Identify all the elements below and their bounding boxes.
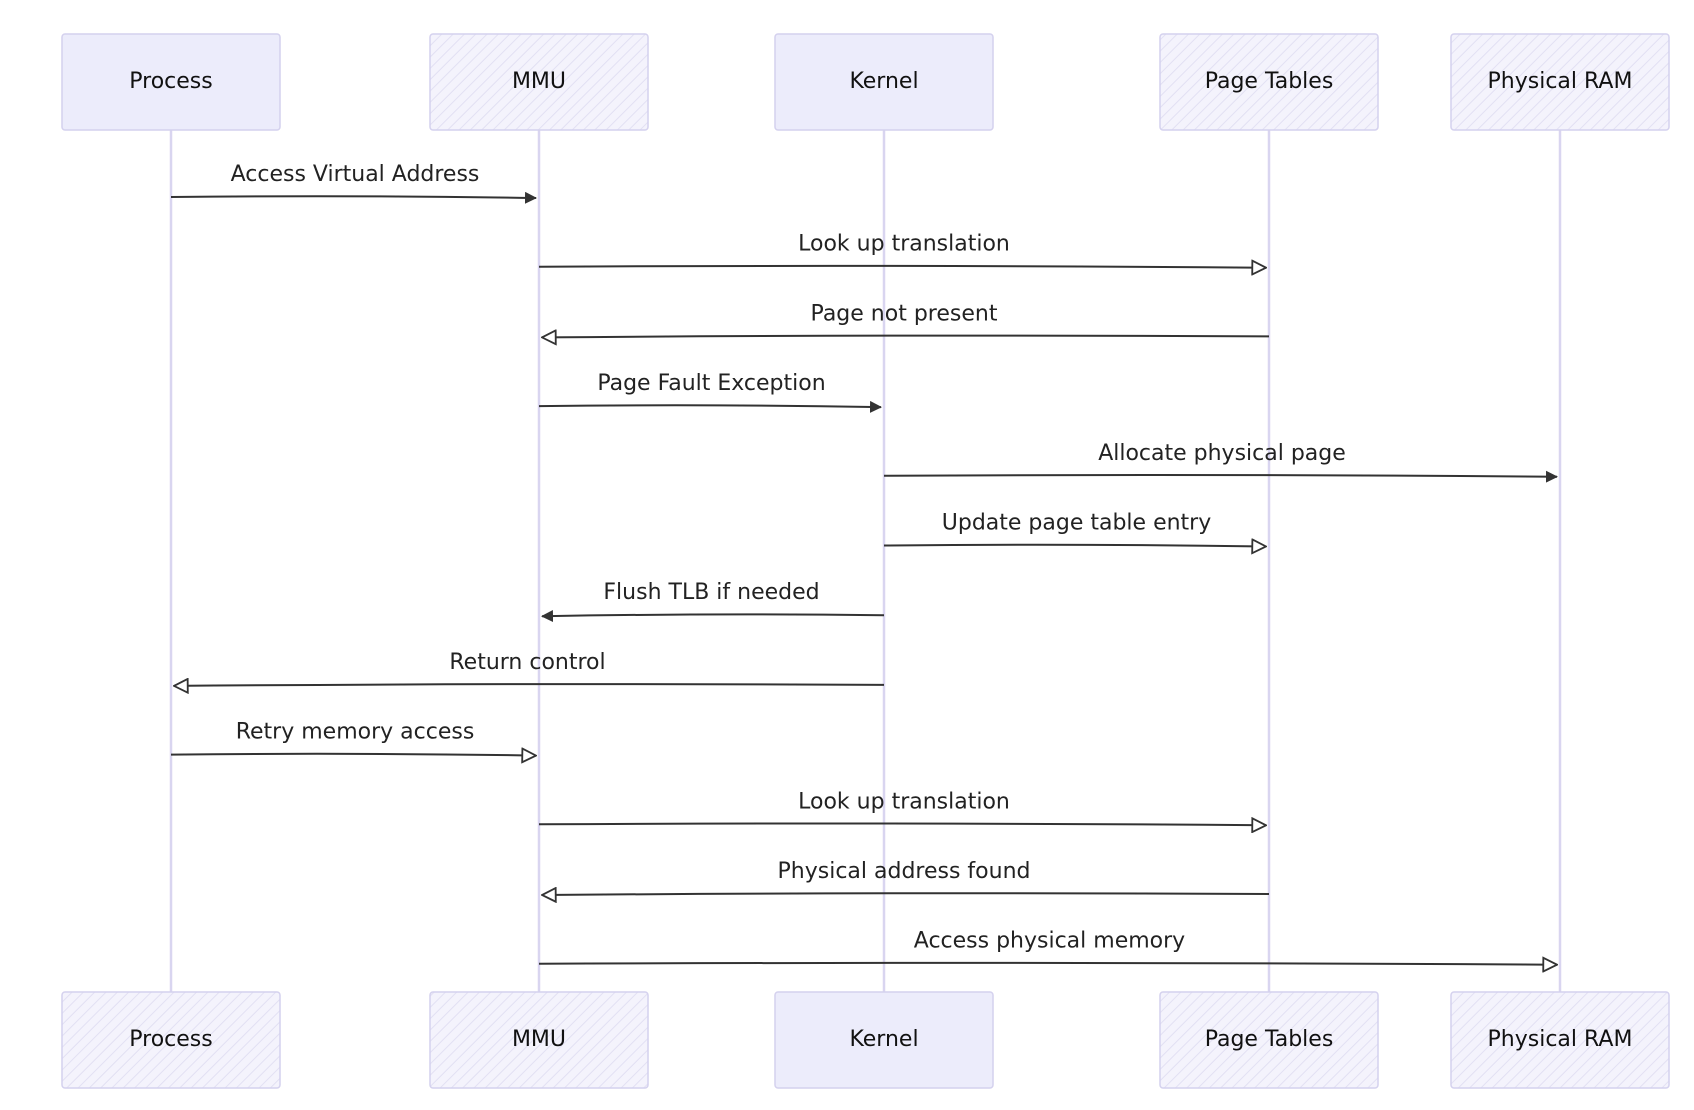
message-arrow: [542, 336, 1270, 338]
message-label: Access Virtual Address: [231, 162, 480, 187]
message-label: Return control: [449, 650, 605, 675]
actor-mmu-top: MMU: [429, 33, 649, 131]
actor-process-top: Process: [61, 33, 281, 131]
actor-box: [1159, 991, 1379, 1089]
message-label: Page not present: [811, 301, 998, 326]
message-10: Look up translation: [538, 789, 1266, 826]
message-arrow: [538, 400, 882, 413]
message-label: Update page table entry: [942, 511, 1212, 536]
actor-label: MMU: [512, 1027, 566, 1052]
message-6: Update page table entry: [883, 511, 1266, 547]
actor-process-bottom: Process: [61, 991, 281, 1089]
message-arrow: [538, 266, 1266, 268]
message-label: Look up translation: [798, 789, 1010, 814]
actor-mmu-bottom: MMU: [429, 991, 649, 1089]
message-label: Retry memory access: [236, 720, 475, 745]
message-label: Allocate physical page: [1098, 441, 1346, 466]
actor-physical_ram-bottom: Physical RAM: [1450, 991, 1670, 1089]
actor-physical_ram-top: Physical RAM: [1450, 33, 1670, 131]
message-label: Access physical memory: [914, 929, 1185, 954]
message-label: Flush TLB if needed: [603, 580, 819, 605]
message-arrow: [883, 545, 1266, 547]
actor-box: [429, 33, 649, 131]
actor-page_tables-top: Page Tables: [1159, 33, 1379, 131]
message-arrow: [174, 684, 885, 686]
message-5: Allocate physical page: [883, 441, 1558, 483]
actor-box: [1450, 33, 1670, 131]
message-12: Access physical memory: [538, 929, 1557, 965]
message-3: Page not present: [542, 301, 1270, 338]
actor-box: [774, 991, 994, 1089]
actor-box: [61, 991, 281, 1089]
actor-box: [1450, 991, 1670, 1089]
message-arrow: [170, 191, 537, 204]
actor-label: MMU: [512, 69, 566, 94]
actor-label: Physical RAM: [1488, 69, 1633, 94]
message-arrow: [538, 824, 1266, 826]
actor-kernel-bottom: Kernel: [774, 991, 994, 1089]
actor-label: Kernel: [849, 69, 918, 94]
actor-label: Physical RAM: [1488, 1027, 1633, 1052]
message-4: Page Fault Exception: [538, 371, 882, 413]
actor-label: Page Tables: [1205, 1027, 1334, 1052]
message-label: Look up translation: [798, 232, 1010, 257]
message-arrow: [538, 963, 1557, 965]
message-arrow: [170, 754, 536, 756]
message-arrow: [542, 893, 1270, 895]
message-label: Page Fault Exception: [597, 371, 825, 396]
actor-box: [774, 33, 994, 131]
actor-label: Page Tables: [1205, 69, 1334, 94]
message-2: Look up translation: [538, 232, 1266, 268]
actor-label: Kernel: [849, 1027, 918, 1052]
message-7: Flush TLB if needed: [541, 580, 885, 623]
actor-box: [61, 33, 281, 131]
actor-page_tables-bottom: Page Tables: [1159, 991, 1379, 1089]
actor-box: [1159, 33, 1379, 131]
actor-label: Process: [129, 69, 212, 94]
message-11: Physical address found: [542, 859, 1270, 895]
actor-kernel-top: Kernel: [774, 33, 994, 131]
actor-box: [429, 991, 649, 1089]
message-arrow: [541, 610, 885, 623]
message-9: Retry memory access: [170, 720, 536, 756]
message-label: Physical address found: [778, 859, 1031, 884]
actor-label: Process: [129, 1027, 212, 1052]
message-1: Access Virtual Address: [170, 162, 537, 204]
message-8: Return control: [174, 650, 885, 686]
message-arrow: [883, 470, 1558, 483]
